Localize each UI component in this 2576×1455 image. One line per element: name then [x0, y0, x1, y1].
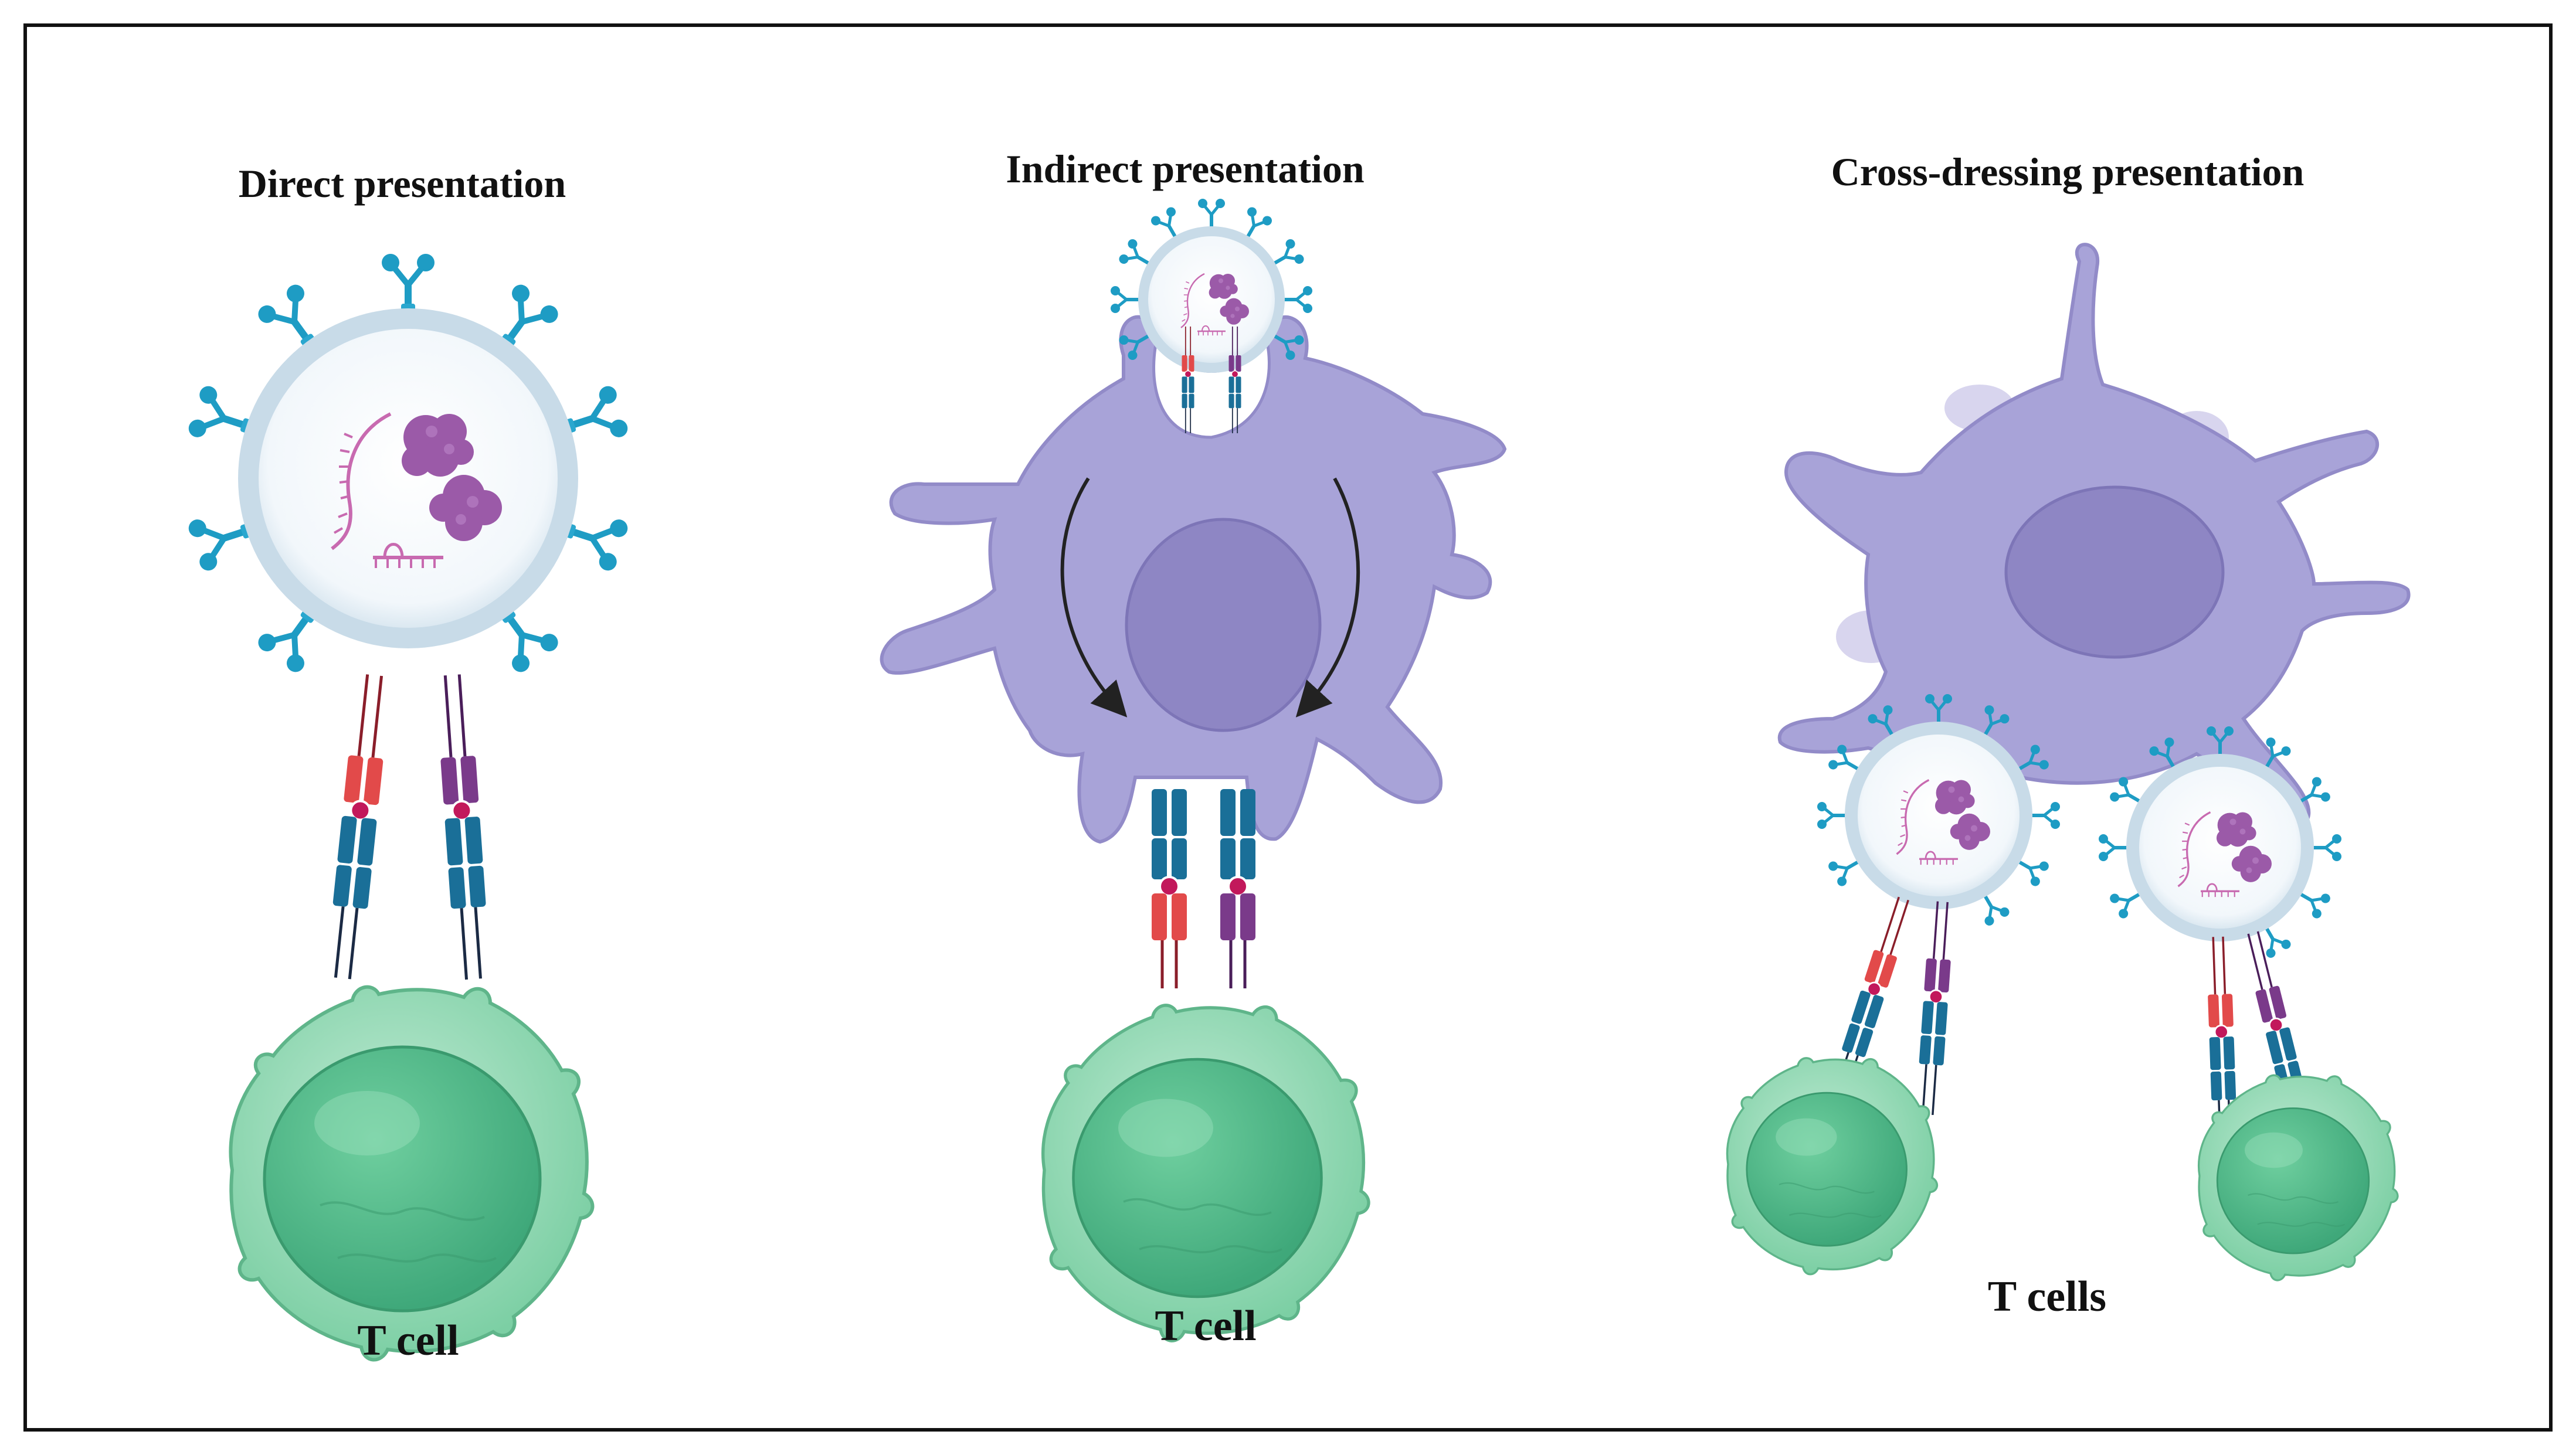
figure-frame: Direct presentation — [23, 23, 2553, 1432]
t-cell-left — [1726, 1057, 1939, 1276]
cross-dressed-vesicle-left — [1817, 694, 2060, 927]
t-cell-label-direct: T cell — [357, 1317, 459, 1365]
panel-cross-dressing: Cross-dressing presentation — [1726, 149, 2411, 1321]
panel-title-indirect: Indirect presentation — [1006, 147, 1364, 191]
t-cell — [1043, 1005, 1369, 1341]
t-cell-right — [2197, 1074, 2399, 1281]
small-vesicle — [1111, 199, 1312, 434]
t-cell-label-indirect: T cell — [1155, 1302, 1256, 1350]
antigen-presenting-cell — [1777, 243, 2411, 831]
panel-title-direct: Direct presentation — [239, 161, 566, 206]
vesicle-lumen — [259, 329, 558, 628]
internalization-arrow-right — [1295, 477, 1360, 718]
mhc-tcr-complex-red — [325, 674, 392, 980]
t-cells-label: T cells — [1988, 1273, 2106, 1321]
apc-nucleus — [1125, 518, 1322, 732]
t-cell — [230, 987, 592, 1360]
donor-vesicle — [186, 254, 630, 675]
diagram-canvas: Direct presentation — [27, 147, 2411, 1365]
internalization-arrow-left — [1060, 477, 1128, 718]
panel-indirect: Indirect presentation — [880, 147, 1507, 1350]
mhc-tcr-complex-left-purple — [1914, 900, 1956, 1117]
panel-direct: Direct presentation — [186, 161, 630, 1365]
cross-dressed-vesicle-right — [2099, 726, 2341, 960]
tcr-mhc-complex-indirect-red — [1152, 789, 1187, 988]
apc-nucleus — [2004, 485, 2225, 659]
mhc-tcr-complex-purple — [435, 674, 491, 980]
tcr-mhc-complex-indirect-purple — [1220, 789, 1255, 988]
panel-title-cross-dressing: Cross-dressing presentation — [1831, 149, 2305, 194]
